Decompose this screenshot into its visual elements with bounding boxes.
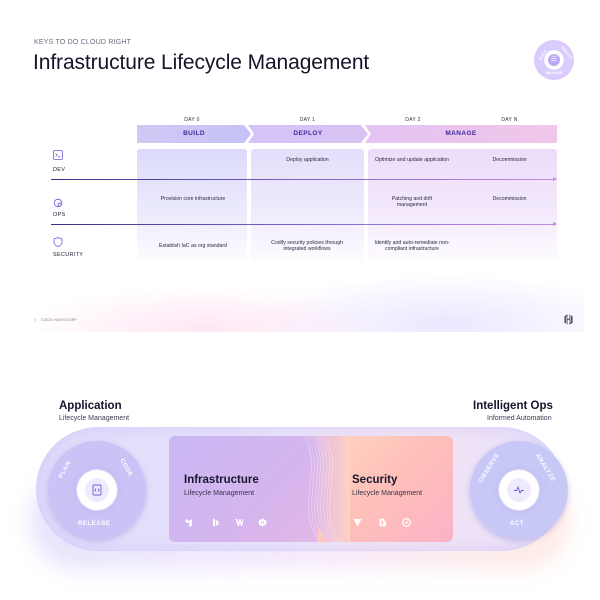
intelligent-ops-subtitle: Informed Automation bbox=[487, 415, 552, 422]
cell-dev-dayn: Decommission bbox=[492, 157, 527, 163]
pulse-icon bbox=[514, 485, 524, 495]
cell-dev-day2: Optimize and update application bbox=[374, 157, 450, 163]
ops-timeline-line bbox=[51, 222, 557, 226]
infrastructure-title: Infrastructure bbox=[184, 474, 259, 486]
transition-curves bbox=[303, 436, 350, 542]
dev-timeline-line bbox=[51, 177, 557, 181]
cell-ops-dayn: Decommission bbox=[492, 196, 527, 202]
security-title: Security bbox=[352, 474, 398, 486]
lifecycle-slide: KEYS TO DO CLOUD RIGHT Infrastructure Li… bbox=[16, 18, 584, 332]
infrastructure-subtitle: Lifecycle Management bbox=[184, 490, 255, 497]
vault-icon bbox=[353, 519, 362, 527]
waypoint-icon bbox=[235, 519, 244, 526]
day-2-label: DAY 2 bbox=[405, 117, 421, 123]
badge-label-build: BUILD bbox=[537, 49, 548, 61]
badge-label-manage: MANAGE bbox=[546, 71, 563, 75]
cell-ops-day0: Provision core infrastructure bbox=[160, 196, 226, 202]
badge-label-deploy: DEPLOY bbox=[560, 45, 574, 61]
cell-security-day0: Establish IaC as org standard bbox=[158, 243, 228, 249]
consul-icon bbox=[402, 518, 411, 527]
nomad-icon bbox=[258, 518, 267, 527]
phase-build: BUILD bbox=[137, 125, 251, 143]
cell-security-day1: Codify security policies through integra… bbox=[271, 240, 343, 253]
column-build bbox=[137, 149, 247, 261]
terraform-icon bbox=[185, 519, 192, 527]
lifecycle-badge: ☰ BUILD DEPLOY MANAGE bbox=[534, 40, 574, 80]
ring-label-analyze: ANALYZE bbox=[533, 452, 557, 484]
cell-security-day2: Identify and auto-remediate non-complian… bbox=[374, 240, 450, 253]
application-title: Application bbox=[59, 400, 122, 412]
day-0-label: DAY 0 bbox=[184, 117, 200, 123]
column-manage bbox=[368, 149, 557, 261]
phase-deploy: DEPLOY bbox=[248, 125, 368, 143]
security-subtitle: Lifecycle Management bbox=[352, 490, 423, 497]
ring-label-act: ACT bbox=[510, 521, 525, 527]
boundary-icon bbox=[379, 518, 386, 527]
cell-dev-day1: Deploy application bbox=[286, 157, 329, 163]
page-number: 7 bbox=[34, 318, 37, 323]
intelligent-ops-ring: OBSERVE ANALYZE ACT bbox=[470, 441, 568, 539]
intelligent-ops-title: Intelligent Ops bbox=[473, 400, 553, 412]
cell-ops-day2: Patching and drift management bbox=[391, 196, 433, 209]
slide-kicker: KEYS TO DO CLOUD RIGHT bbox=[34, 39, 132, 46]
ring-label-code: CODE bbox=[118, 457, 134, 479]
row-label-security: SECURITY bbox=[53, 252, 84, 258]
day-1-label: DAY 1 bbox=[299, 117, 316, 123]
ops-gear-icon bbox=[53, 198, 63, 208]
hashicorp-logo-icon bbox=[564, 314, 573, 325]
day-n-label: DAY N bbox=[501, 117, 518, 123]
ring-label-plan: PLAN bbox=[58, 460, 73, 480]
shield-icon bbox=[53, 237, 63, 247]
slide-title: Infrastructure Lifecycle Management bbox=[33, 51, 370, 74]
code-file-icon bbox=[92, 484, 102, 496]
badge-layers-icon: ☰ bbox=[548, 54, 560, 66]
application-ring: PLAN CODE RELEASE bbox=[48, 441, 146, 539]
packer-icon bbox=[213, 518, 219, 527]
ring-label-observe: OBSERVE bbox=[478, 452, 502, 484]
application-subtitle: Lifecycle Management bbox=[59, 415, 130, 422]
phase-manage: MANAGE bbox=[365, 125, 557, 143]
ring-label-release: RELEASE bbox=[78, 521, 111, 527]
infrastructure-card: Infrastructure Lifecycle Management bbox=[169, 436, 327, 542]
row-label-ops: OPS bbox=[53, 212, 66, 218]
copyright: ©2025 HASHICORP bbox=[41, 318, 78, 322]
row-label-dev: DEV bbox=[53, 167, 66, 173]
column-deploy bbox=[251, 149, 364, 261]
terminal-icon bbox=[53, 150, 63, 160]
